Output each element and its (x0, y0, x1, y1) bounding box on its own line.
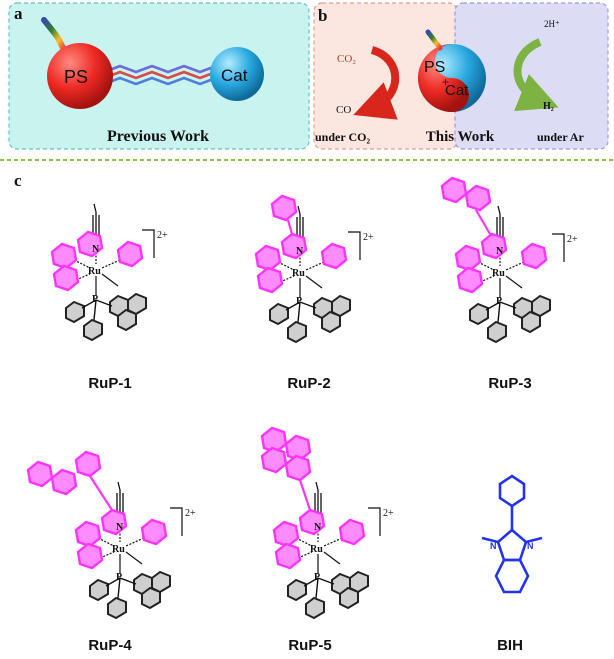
panel-b-label: b (318, 6, 327, 25)
cat-label-b: Cat (445, 82, 469, 99)
ps-cat-conjugate (418, 29, 486, 112)
ps-sphere (47, 43, 113, 109)
svg-text:N: N (116, 522, 124, 533)
caption-rup-2: RuP-2 (287, 375, 330, 392)
structure-bih (481, 474, 543, 594)
svg-text:Ru: Ru (292, 268, 305, 279)
svg-text:P: P (314, 572, 320, 583)
structure-rup-3: Ru N P 2+ (440, 176, 578, 344)
ps-label: PS (64, 67, 88, 87)
condition-co2: under CO₂ (315, 130, 370, 144)
h2-label: H₂ (543, 101, 554, 112)
svg-text:N: N (314, 522, 322, 533)
panel-a-label: a (14, 4, 23, 23)
linker-chain (103, 64, 217, 86)
h2-evolution-arrow (513, 38, 559, 112)
condition-ar: under Ar (537, 130, 584, 144)
structure-rup-1: Ru N P 2+ (50, 202, 168, 342)
svg-text:2+: 2+ (567, 234, 578, 245)
svg-text:Ru: Ru (310, 544, 323, 555)
panel-c-label: c (14, 171, 22, 190)
caption-rup-1: RuP-1 (88, 375, 131, 392)
caption-rup-3: RuP-3 (488, 375, 531, 392)
svg-text:N: N (296, 246, 304, 257)
bih-n-right: N (527, 541, 534, 551)
co2-label: CO₂ (337, 53, 356, 65)
co2-reduction-arrow (353, 46, 400, 120)
svg-text:2+: 2+ (363, 232, 374, 243)
svg-text:N: N (92, 244, 100, 255)
svg-text:Ru: Ru (88, 266, 101, 277)
cat-label: Cat (221, 66, 248, 85)
cat-sphere (210, 47, 264, 101)
svg-text:P: P (92, 294, 98, 305)
svg-text:N: N (496, 246, 504, 257)
protons-label: 2H⁺ (544, 19, 560, 29)
panel-b-caption: This Work (426, 129, 495, 145)
caption-bih: BIH (497, 637, 523, 654)
plus-label: + (442, 75, 449, 89)
svg-text:P: P (116, 572, 122, 583)
svg-text:2+: 2+ (185, 508, 196, 519)
co-label: CO (336, 104, 351, 116)
svg-text:Ru: Ru (492, 268, 505, 279)
panel-a-caption: Previous Work (107, 128, 209, 145)
svg-text:P: P (296, 296, 302, 307)
bih-n-left: N (490, 541, 497, 551)
svg-text:2+: 2+ (157, 230, 168, 241)
caption-rup-4: RuP-4 (88, 637, 132, 654)
svg-text:Ru: Ru (112, 544, 125, 555)
svg-text:2+: 2+ (383, 508, 394, 519)
ps-label-b: PS (424, 59, 445, 76)
caption-rup-5: RuP-5 (288, 637, 331, 654)
structure-rup-4: Ru N P 2+ (26, 450, 196, 620)
structure-rup-2: Ru N P 2+ (254, 194, 374, 344)
ps-chromophore-tail (41, 17, 67, 53)
svg-text:P: P (496, 296, 502, 307)
structure-rup-5: Ru N P 2+ (260, 426, 394, 620)
